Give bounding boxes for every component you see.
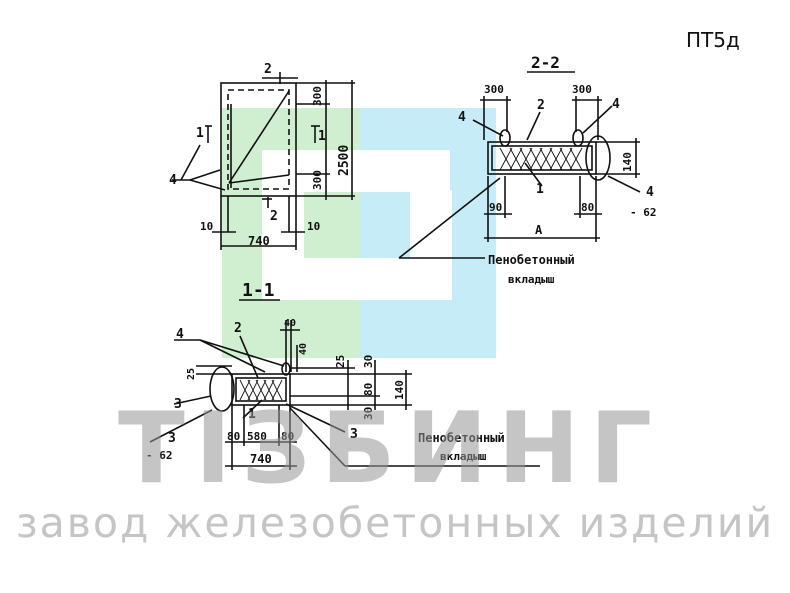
s11-dim-b80r: 80 (281, 430, 294, 443)
s11-callout-3-bottom-left: 3 (168, 431, 176, 446)
s11-callout-1: 1 (248, 407, 256, 422)
plan-dim-top: 300 (311, 86, 324, 106)
s11-callout-3-left: 3 (174, 397, 182, 412)
plan-dim-bottom: 300 (311, 170, 324, 190)
s22-minus62: - 62 (630, 206, 657, 219)
s22-callout-4-left: 4 (458, 110, 466, 125)
s11-dim-r140: 140 (393, 380, 406, 400)
s11-callout-2: 2 (234, 321, 242, 336)
s11-callout-4: 4 (176, 327, 184, 342)
s11-note-line2: вкладыш (440, 450, 487, 463)
plan-section-mark-bottom: 2 (270, 209, 278, 224)
s11-dim-r25: 25 (334, 355, 347, 368)
s22-dim-left-top: 300 (484, 83, 504, 96)
s11-minus62: - 62 (146, 449, 173, 462)
section-1-1-title: 1-1 (242, 280, 275, 301)
s11-dim-top-40b: 40 (298, 343, 309, 355)
plan-dim-width: 740 (248, 234, 270, 248)
section-2-2-title: 2-2 (531, 53, 560, 72)
s11-dim-b580: 580 (247, 430, 267, 443)
watermark-subtitle: завод железобетонных изделий (15, 499, 775, 547)
plan-labels: 2 2 1 1 300 2500 300 10 10 740 4 (169, 62, 352, 248)
watermark-logo-text: ТІЗБИНГ (118, 392, 663, 506)
product-code: ПТ5д (686, 28, 740, 52)
plan-dim-side-left: 10 (200, 220, 213, 233)
s22-note-line1: Пенобетонный (488, 253, 575, 267)
s11-dim-b80l: 80 (227, 430, 240, 443)
s11-dim-top-40a: 40 (284, 318, 296, 329)
s22-callout-1: 1 (536, 182, 544, 197)
plan-section-mark-top: 2 (264, 62, 272, 77)
s22-callout-2: 2 (537, 98, 545, 113)
plan-dim-total: 2500 (337, 145, 352, 176)
plan-side-mark-right: 1 (318, 129, 326, 144)
plan-dim-side-right: 10 (307, 220, 320, 233)
s22-dim-width: A (535, 223, 543, 237)
s22-dim-height: 140 (621, 152, 634, 172)
section-2-2 (398, 71, 641, 259)
section-2-2-labels: 2-2 300 300 140 90 80 A 4 2 4 1 4 - 62 П… (458, 53, 657, 286)
watermark-logo (222, 108, 496, 358)
section-1-1-labels: 1-1 40 40 25 30 80 30 140 25 80 580 80 7… (146, 280, 505, 466)
s22-callout-4-right: 4 (612, 97, 620, 112)
s22-dim-left-bottom: 90 (489, 201, 502, 214)
s11-callout-3-right: 3 (350, 427, 358, 442)
s11-dim-l25: 25 (186, 368, 197, 380)
plan-side-mark-left: 1 (196, 126, 204, 141)
s11-note-line1: Пенобетонный (418, 431, 505, 445)
plan-view (172, 72, 355, 250)
s22-callout-4-bottom: 4 (646, 185, 654, 200)
s22-dim-right-top: 300 (572, 83, 592, 96)
plan-callout-4: 4 (169, 173, 177, 188)
section-1-1 (149, 299, 540, 470)
s11-dim-r80: 80 (362, 383, 375, 396)
s11-dim-r30a: 30 (362, 355, 375, 368)
s22-dim-right-bottom: 80 (581, 201, 594, 214)
s11-dim-r30b: 30 (362, 407, 375, 420)
s11-dim-width: 740 (250, 452, 272, 466)
s22-note-line2: вкладыш (508, 273, 555, 286)
